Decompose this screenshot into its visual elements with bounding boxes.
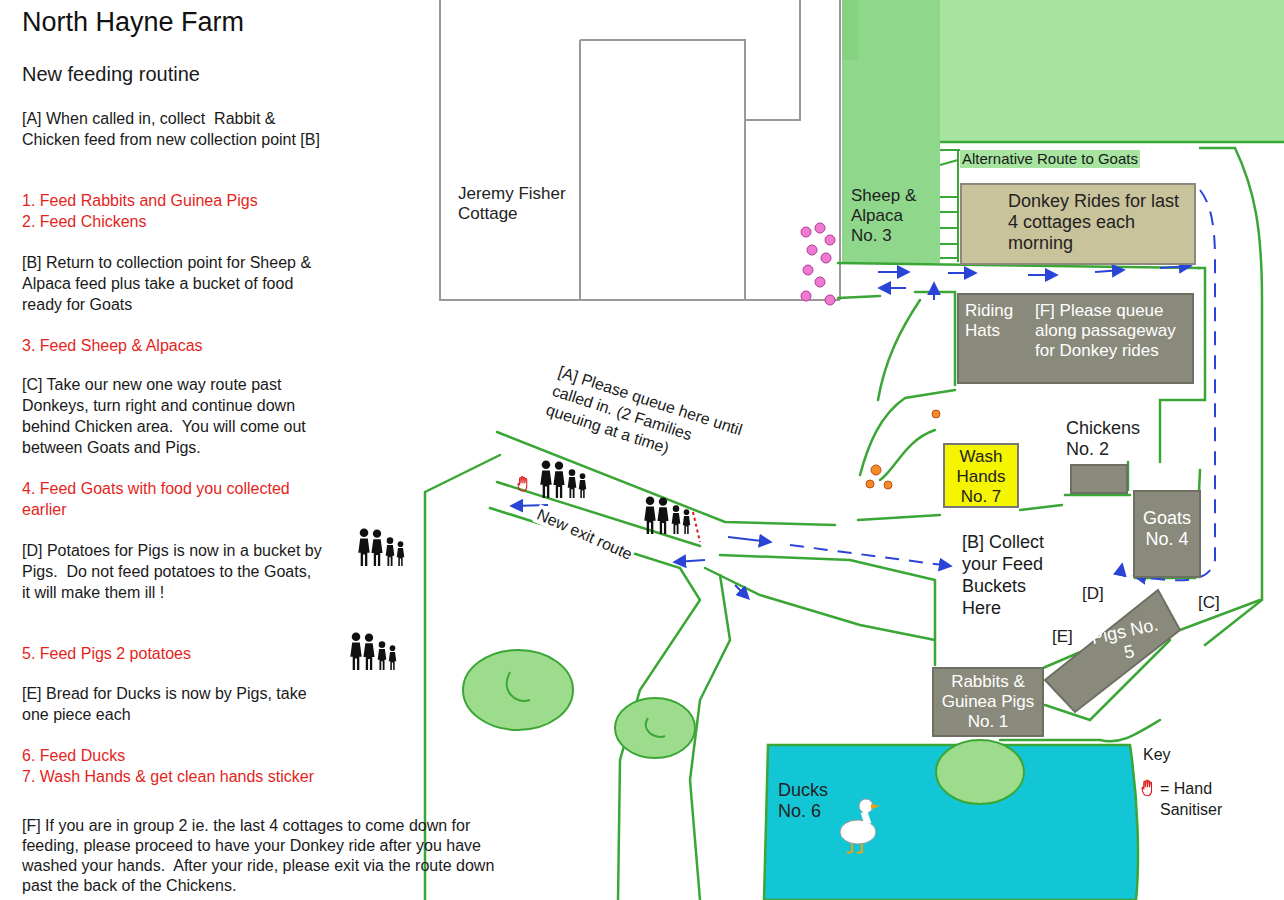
map-title: North Hayne Farm: [22, 6, 244, 38]
instruction-text: 2. Feed Chickens: [22, 211, 322, 232]
map-label: Alternative Route to Goats: [960, 150, 1140, 168]
instruction-text: 1. Feed Rabbits and Guinea Pigs: [22, 190, 322, 211]
instruction-text: 7. Wash Hands & get clean hands sticker: [22, 766, 322, 787]
chicken-house: [1070, 464, 1128, 494]
subtitle: New feeding routine: [22, 62, 322, 86]
instruction-text: 6. Feed Ducks: [22, 745, 322, 766]
node-label: Rabbits & Guinea Pigs No. 1: [936, 672, 1040, 732]
map-label: [D]: [1082, 584, 1122, 604]
instruction-text: [B] Return to collection point for Sheep…: [22, 252, 322, 315]
sheep-pen: Sheep & Alpaca No. 3: [843, 182, 938, 260]
instruction-text: [E] Bread for Ducks is now by Pigs, take…: [22, 683, 322, 725]
duck-pond: Ducks No. 6: [776, 778, 860, 828]
instruction-text: 3. Feed Sheep & Alpacas: [22, 335, 322, 356]
instruction-text: [F] If you are in group 2 ie. the last 4…: [22, 816, 512, 896]
instruction-text: 5. Feed Pigs 2 potatoes: [22, 643, 322, 664]
map-label: [C]: [1198, 593, 1238, 613]
goat-pen: Goats No. 4: [1133, 490, 1201, 578]
node-label: Riding Hats: [965, 301, 1029, 376]
wash-hands-station: Wash Hands No. 7: [943, 443, 1019, 508]
node-label: Jeremy Fisher Cottage: [458, 184, 566, 224]
map-label: New exit route: [532, 504, 637, 565]
node-note: [F] Please queue along passageway for Do…: [1035, 301, 1187, 376]
node-label: Donkey Rides for last 4 cottages each mo…: [1008, 191, 1186, 254]
map-label: Key: [1143, 745, 1203, 765]
legend-text: = Hand Sanitiser: [1160, 778, 1244, 820]
node-label: Chickens No. 2: [1066, 418, 1166, 460]
pig-sty-outline: [1040, 585, 1185, 715]
node-label: Pigs No. 5: [1088, 614, 1165, 670]
cottage-area: Jeremy Fisher Cottage: [456, 182, 568, 252]
node-label: Sheep & Alpaca No. 3: [851, 186, 934, 246]
node-label: Goats No. 4: [1137, 508, 1197, 550]
map-label: [E]: [1052, 627, 1092, 647]
chicken-run: Chickens No. 2: [1066, 418, 1166, 494]
donkey-paddock: Donkey Rides for last 4 cottages each mo…: [960, 183, 1196, 265]
riding-hats-shed: Riding Hats[F] Please queue along passag…: [957, 293, 1194, 384]
map-label: [B] Collect your Feed Buckets Here: [962, 531, 1070, 619]
node-label: Wash Hands No. 7: [948, 447, 1014, 507]
rabbit-hutch: Rabbits & Guinea Pigs No. 1: [932, 667, 1044, 737]
instruction-text: [A] When called in, collect Rabbit & Chi…: [22, 108, 322, 150]
instruction-text: [D] Potatoes for Pigs is now in a bucket…: [22, 540, 322, 603]
pig-sty: Pigs No. 5: [1040, 585, 1185, 715]
instruction-text: 4. Feed Goats with food you collected ea…: [22, 478, 322, 520]
instruction-text: [C] Take our new one way route past Donk…: [22, 374, 322, 458]
node-label: Ducks No. 6: [778, 780, 858, 822]
